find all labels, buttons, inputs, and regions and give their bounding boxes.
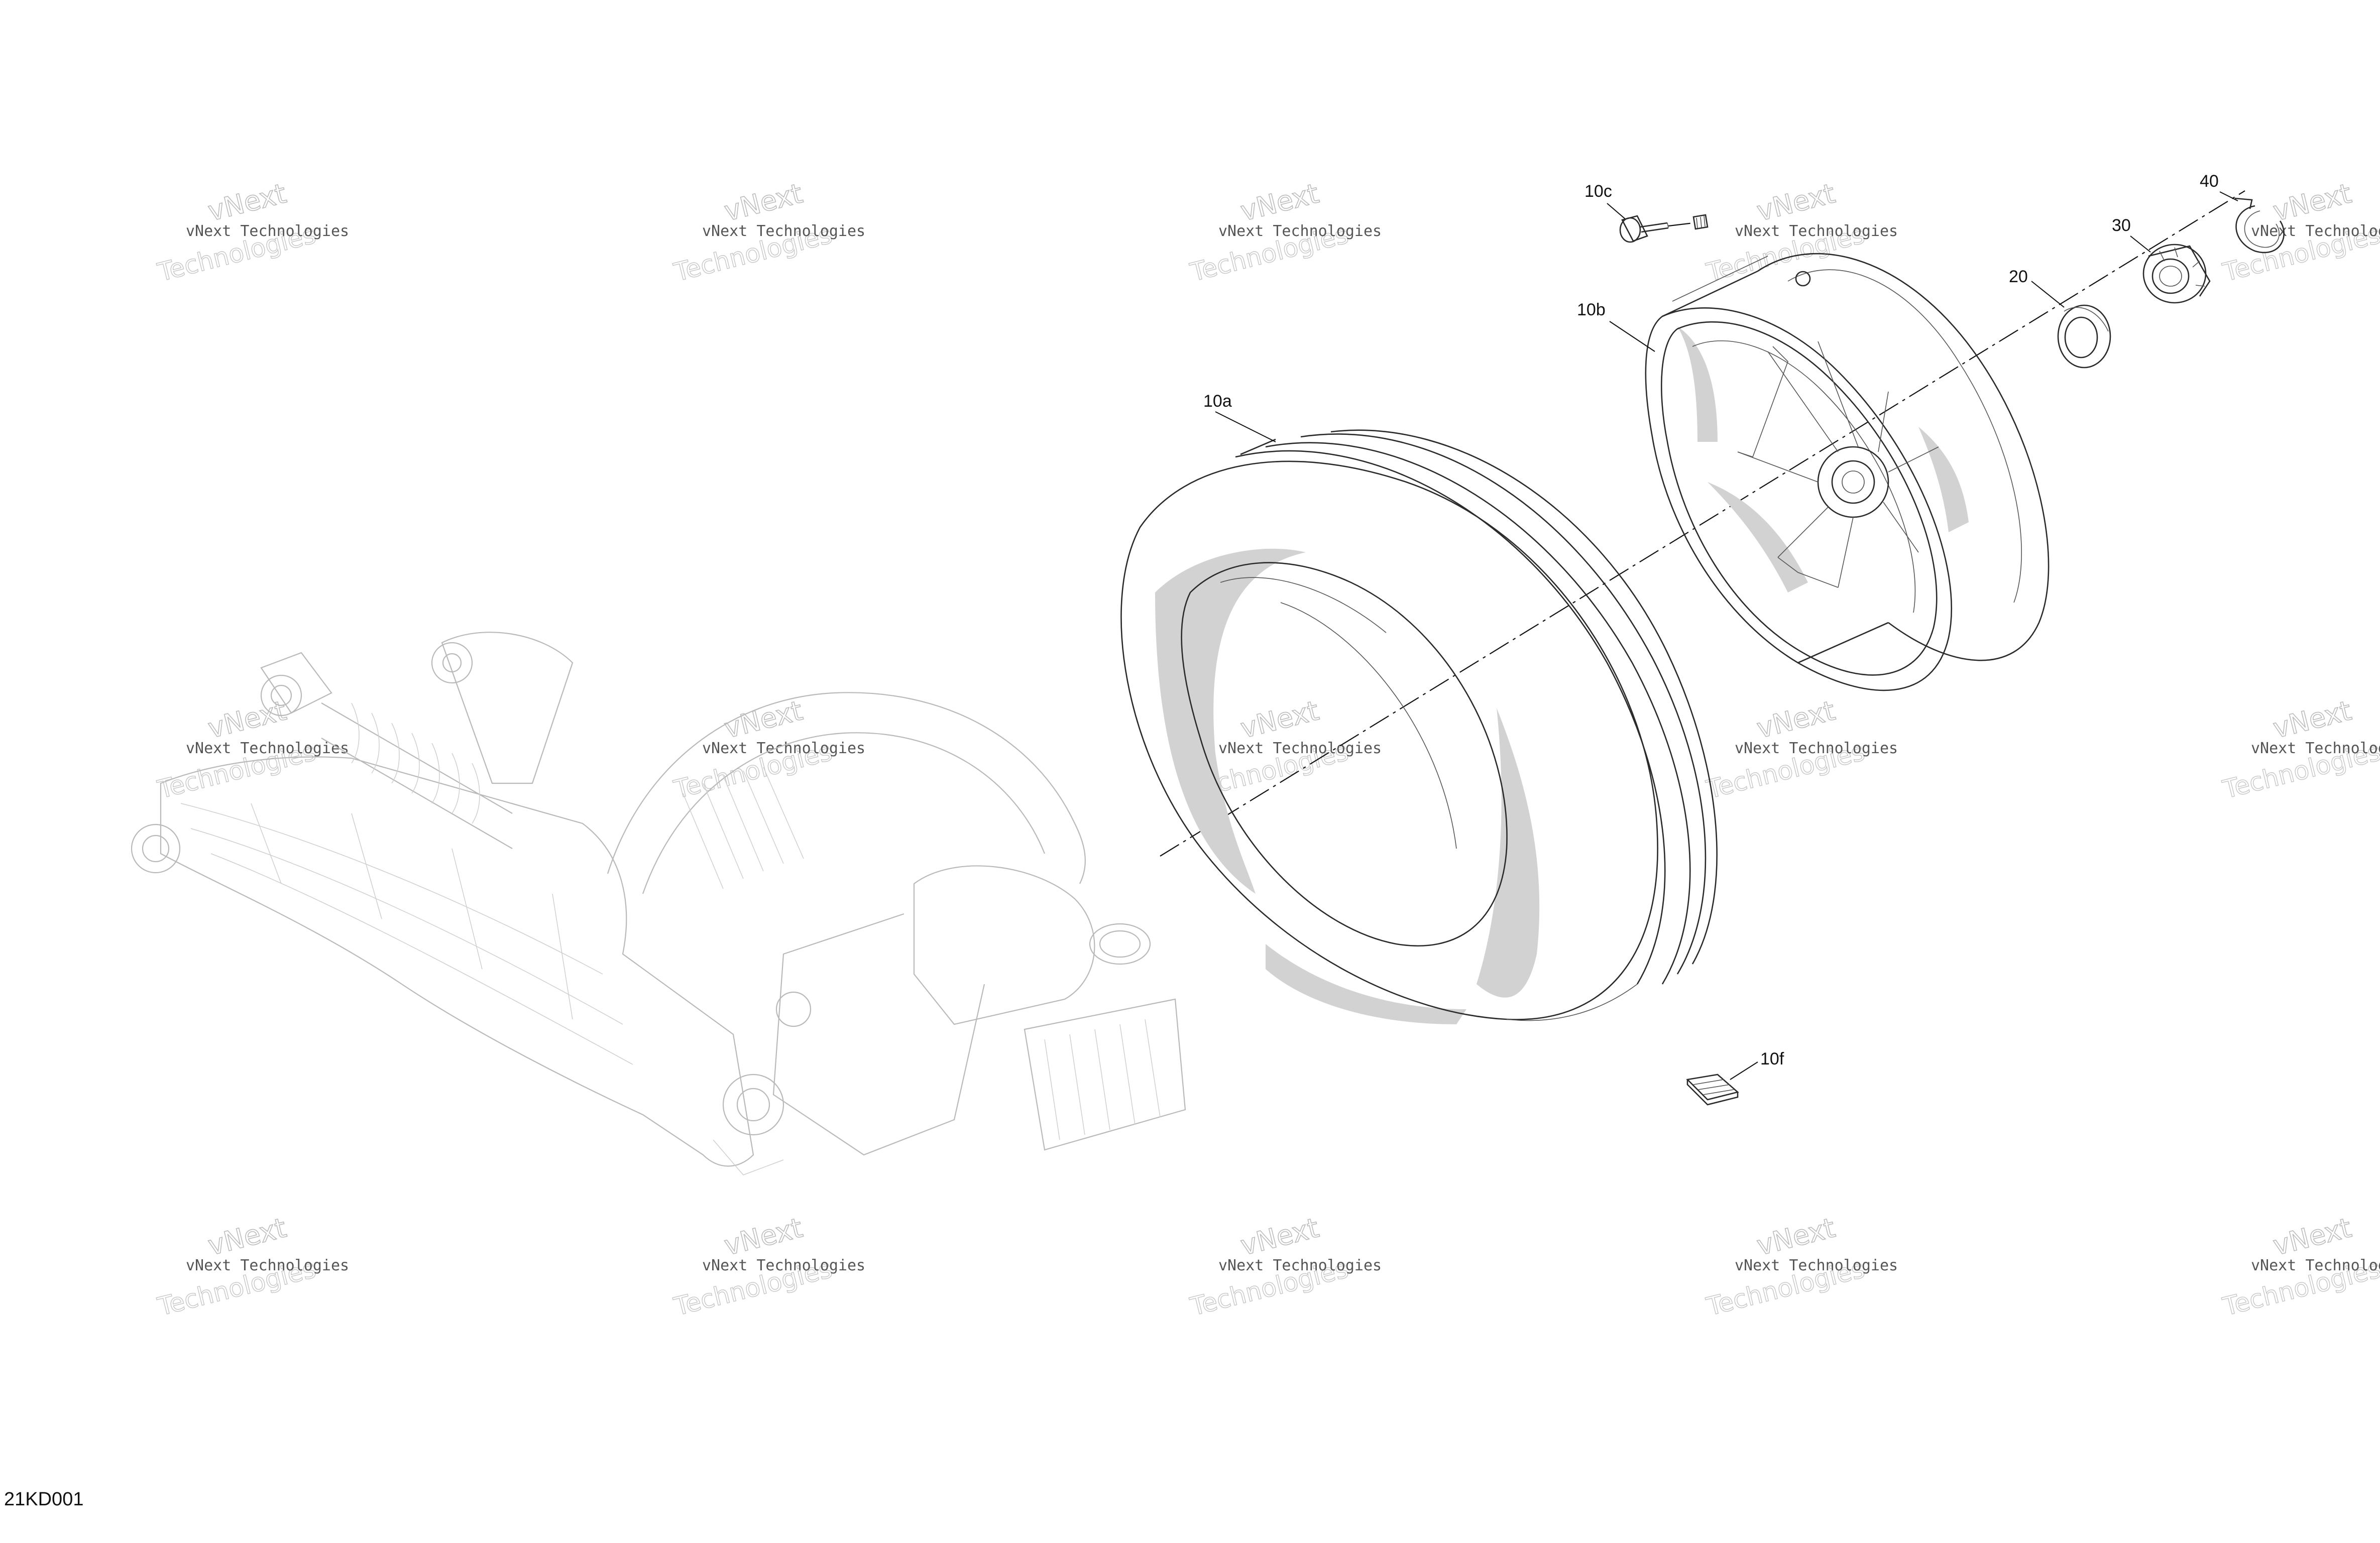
svg-text:vNext: vNext [1237, 1212, 1322, 1261]
svg-text:vNext Technologies: vNext Technologies [1218, 222, 1382, 240]
svg-text:vNext Technologies: vNext Technologies [1735, 740, 1898, 757]
spacer-washer [2057, 304, 2111, 369]
svg-text:vNext: vNext [2270, 1212, 2354, 1261]
svg-text:vNext Technologies: vNext Technologies [2251, 1257, 2380, 1274]
callout-10a: 10a [1203, 392, 1232, 411]
swing-arm-assembly-ghost [131, 632, 1186, 1175]
svg-text:vNext Technologies: vNext Technologies [186, 740, 349, 757]
assembly-axis-line [1160, 190, 2245, 857]
svg-text:vNext: vNext [205, 694, 289, 744]
svg-text:vNext: vNext [205, 1212, 289, 1261]
valve-stem [1619, 214, 1709, 243]
svg-text:vNext Technologies: vNext Technologies [186, 222, 349, 240]
svg-text:vNext Technologies: vNext Technologies [186, 1257, 349, 1274]
watermark: vNext Technologies vNext Technologies [154, 1212, 349, 1322]
svg-text:vNext Technologies: vNext Technologies [702, 740, 865, 757]
watermark: vNext Technologies vNext Technologies [2219, 694, 2380, 805]
callout-10b: 10b [1577, 300, 1606, 319]
wheel-rim [1645, 253, 2050, 691]
svg-text:vNext: vNext [2270, 177, 2354, 227]
figure-id: 21KD001 [4, 1489, 83, 1510]
watermark-layer: vNext Technologies vNext Technologies vN… [154, 177, 2380, 1322]
svg-text:vNext: vNext [1754, 177, 1838, 227]
callout-labels: 10a 10b 10c 10f 20 30 40 [1203, 172, 2219, 1069]
retaining-clip [2234, 197, 2285, 254]
watermark: vNext Technologies vNext Technologies [1703, 177, 1898, 288]
svg-text:vNext Technologies: vNext Technologies [1735, 222, 1898, 240]
watermark: vNext Technologies vNext Technologies [1187, 177, 1382, 288]
callout-40: 40 [2200, 172, 2219, 191]
svg-text:vNext: vNext [1754, 694, 1838, 744]
svg-text:vNext: vNext [205, 177, 289, 227]
watermark: vNext Technologies vNext Technologies [670, 1212, 865, 1322]
watermark: vNext Technologies vNext Technologies [1703, 694, 1898, 805]
watermark: vNext Technologies vNext Technologies [154, 694, 349, 805]
svg-text:vNext: vNext [2270, 694, 2354, 744]
watermark: vNext Technologies vNext Technologies [1703, 1212, 1898, 1322]
callout-20: 20 [2009, 267, 2028, 286]
callout-10f: 10f [1760, 1049, 1784, 1069]
watermark: vNext Technologies vNext Technologies [2219, 1212, 2380, 1322]
svg-text:vNext Technologies: vNext Technologies [1218, 740, 1382, 757]
callout-10c: 10c [1584, 182, 1612, 201]
watermark: vNext Technologies vNext Technologies [670, 177, 865, 288]
svg-text:vNext Technologies: vNext Technologies [2251, 222, 2380, 240]
svg-text:vNext Technologies: vNext Technologies [1218, 1257, 1382, 1274]
watermark: vNext Technologies vNext Technologies [1187, 1212, 1382, 1322]
watermark: vNext Technologies vNext Technologies [154, 177, 349, 288]
watermark: vNext Technologies vNext Technologies [670, 694, 865, 805]
svg-text:vNext: vNext [721, 1212, 806, 1261]
axle-nut [2142, 244, 2211, 304]
leader-lines [1215, 191, 2238, 1080]
watermark: vNext Technologies vNext Technologies [2219, 177, 2380, 288]
svg-text:vNext Technologies: vNext Technologies [2251, 740, 2380, 757]
svg-text:vNext: vNext [721, 177, 806, 227]
svg-text:vNext: vNext [1237, 177, 1322, 227]
svg-text:vNext Technologies: vNext Technologies [702, 1257, 865, 1274]
tire [1120, 429, 1718, 1024]
callout-30: 30 [2112, 216, 2131, 235]
svg-text:vNext: vNext [1237, 694, 1322, 744]
svg-text:vNext Technologies: vNext Technologies [1735, 1257, 1898, 1274]
svg-text:vNext: vNext [1754, 1212, 1838, 1261]
svg-text:vNext Technologies: vNext Technologies [702, 222, 865, 240]
balance-weight [1686, 1074, 1739, 1106]
